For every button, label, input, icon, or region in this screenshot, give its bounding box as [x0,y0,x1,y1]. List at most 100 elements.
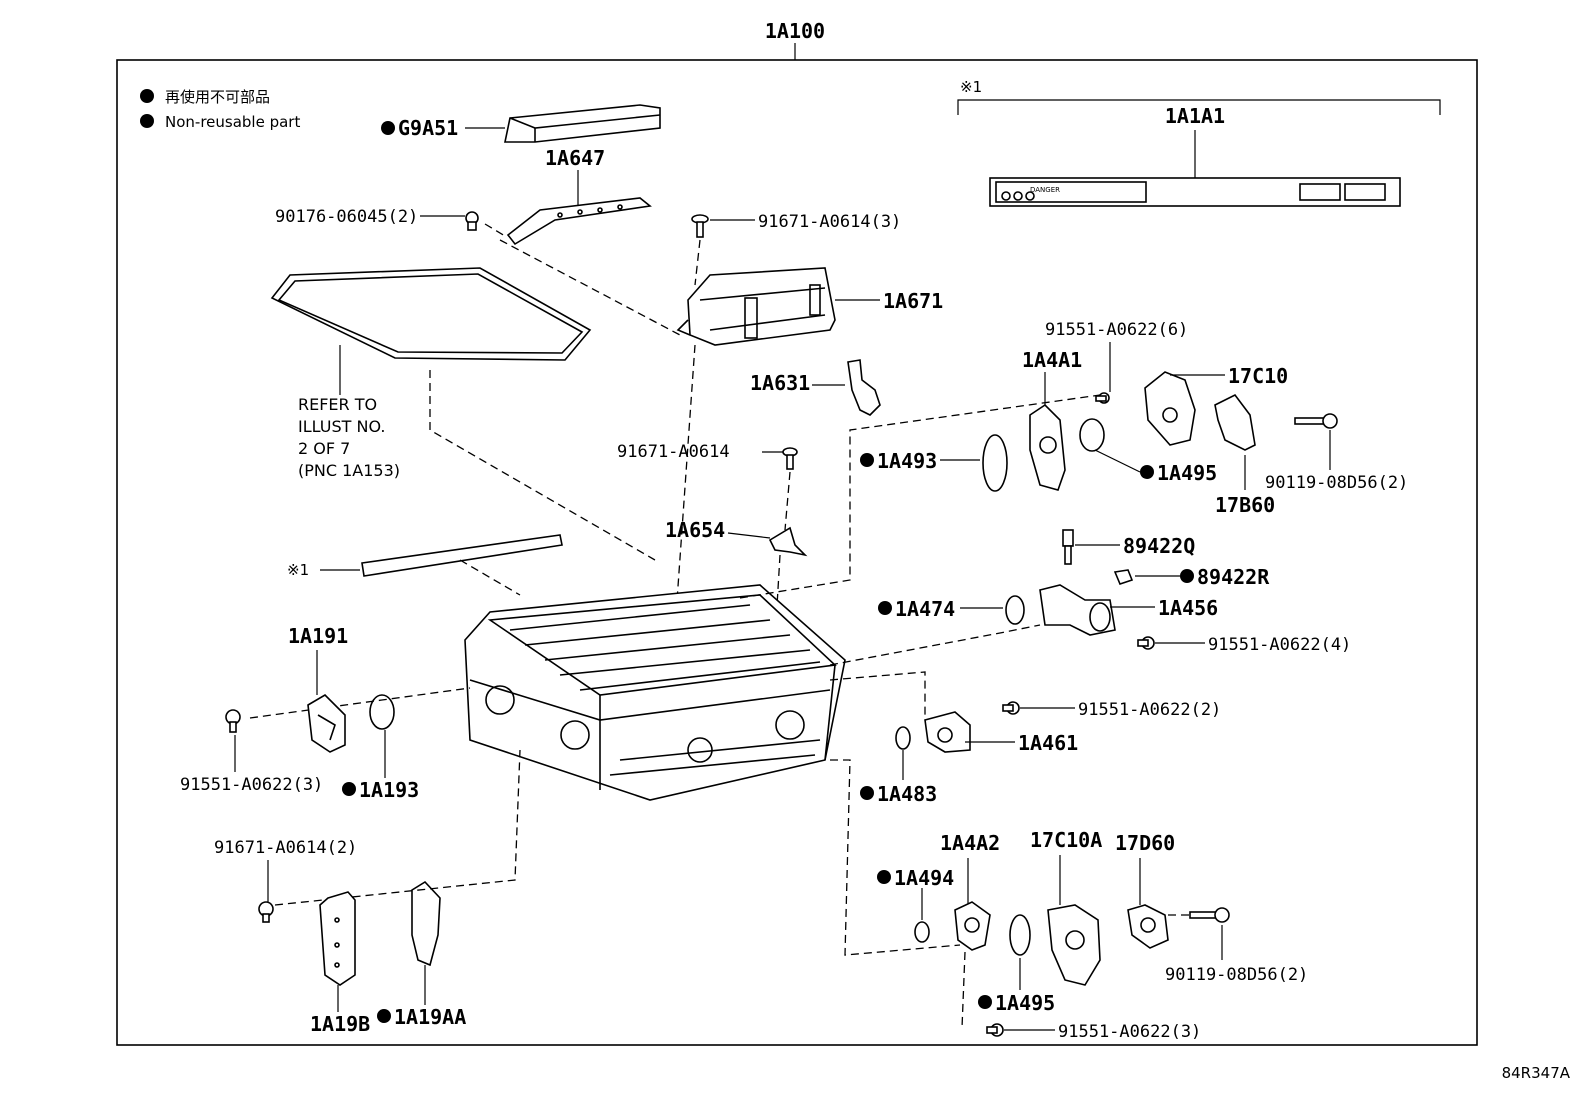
inverter-housing-part[interactable] [464,584,846,801]
callout-1a4a1[interactable]: 1A4A1 [1022,348,1082,372]
callout-90176[interactable]: 90176-06045(2) [275,207,418,227]
1a4a2-part[interactable] [954,901,991,951]
17d60-part[interactable] [1127,904,1169,949]
89422q-part[interactable] [1062,529,1074,565]
90176-bolt[interactable] [465,211,479,231]
note-bracket [957,99,1441,115]
callout-90119a[interactable]: 90119-08D56(2) [1265,473,1408,493]
diagram-frame [116,59,1478,1046]
gasket-frame-part[interactable] [270,267,592,361]
91671-screw-left[interactable] [258,901,274,923]
callout-1a483[interactable]: 1A483 [877,782,937,806]
callout-90119b[interactable]: 90119-08D56(2) [1165,965,1308,985]
callout-1a631[interactable]: 1A631 [750,371,810,395]
17c10-part[interactable] [1144,371,1196,446]
1a493-part[interactable] [982,434,1008,492]
1a483-part[interactable] [895,726,911,750]
1a456-part[interactable] [1039,584,1116,636]
1a631-part[interactable] [847,359,881,416]
label-sticker-text: DANGER [1030,186,1060,194]
1a495-top-part[interactable] [1079,418,1105,452]
callout-91551-6[interactable]: 91551-A0622(6) [1045,320,1188,340]
1a19aa-part[interactable] [411,880,441,967]
callout-1a4a2[interactable]: 1A4A2 [940,831,1000,855]
callout-1a193[interactable]: 1A193 [359,778,419,802]
1a671-part[interactable] [676,267,836,346]
17b60-part[interactable] [1214,393,1256,451]
89422r-part[interactable] [1113,569,1134,585]
nonreusable-1a493 [860,453,874,467]
1a4a1-part[interactable] [1029,403,1066,491]
callout-91671-1[interactable]: 91671-A0614 [617,442,730,462]
callout-1a461[interactable]: 1A461 [1018,731,1078,755]
g9a51-part[interactable] [504,104,661,143]
figure-code: 84R347A [1502,1064,1571,1082]
callout-89422q[interactable]: 89422Q [1123,534,1195,558]
callout-1a671[interactable]: 1A671 [883,289,943,313]
1a193-part[interactable] [369,694,395,730]
1a461-part[interactable] [924,711,971,753]
dash-1a647 [499,239,681,336]
callout-g9a51[interactable]: G9A51 [398,116,458,140]
callout-1a647[interactable]: 1A647 [545,146,605,170]
callout-1a456[interactable]: 1A456 [1158,596,1218,620]
91551-bolt-2[interactable] [1002,701,1020,715]
strip-part[interactable] [361,534,563,577]
callout-1a474[interactable]: 1A474 [895,597,955,621]
dash-right-mid [829,624,1041,666]
leader-1a654 [727,532,771,539]
dash-gasket [429,370,656,561]
1a474-part[interactable] [1005,595,1025,625]
91551-bolt-3-bottom[interactable] [986,1023,1004,1037]
90119-bolt-bottom[interactable] [1189,907,1230,923]
callout-91551-3b[interactable]: 91551-A0622(3) [1058,1022,1201,1042]
caution-label-part[interactable]: DANGER [989,177,1401,207]
callout-1a495a[interactable]: 1A495 [1157,461,1217,485]
dash-91671-1 [784,471,791,531]
dash-90176 [484,223,506,237]
callout-1a191[interactable]: 1A191 [288,624,348,648]
1a654-part[interactable] [768,526,808,557]
callout-91551-3a[interactable]: 91551-A0622(3) [180,775,323,795]
assembly-label[interactable]: 1A100 [765,19,825,43]
91551-bolt-6[interactable] [1095,392,1110,404]
refer-line-4: (PNC 1A153) [298,461,400,480]
91551-bolt-3-left[interactable] [225,709,241,733]
callout-17c10a[interactable]: 17C10A [1030,828,1102,852]
nonreusable-g9a51 [381,121,395,135]
refer-line-3: 2 OF 7 [298,439,350,458]
callout-1a493[interactable]: 1A493 [877,449,937,473]
callout-91671-2[interactable]: 91671-A0614(2) [214,838,357,858]
1a19b-part[interactable] [319,891,356,986]
90119-bolt-top[interactable] [1294,413,1338,429]
callout-1a654[interactable]: 1A654 [665,518,725,542]
callout-91551-2[interactable]: 91551-A0622(2) [1078,700,1221,720]
91551-bolt-4[interactable] [1137,636,1155,650]
callout-1a494[interactable]: 1A494 [894,866,954,890]
callout-1a495b[interactable]: 1A495 [995,991,1055,1015]
91671-screw-top[interactable] [691,214,709,238]
callout-91551-4[interactable]: 91551-A0622(4) [1208,635,1351,655]
1a494-part[interactable] [914,921,930,943]
callout-17c10[interactable]: 17C10 [1228,364,1288,388]
callout-17b60[interactable]: 17B60 [1215,493,1275,517]
callout-91671-3[interactable]: 91671-A0614(3) [758,212,901,232]
callout-17d60[interactable]: 17D60 [1115,831,1175,855]
nonreusable-1a193 [342,782,356,796]
callout-89422r[interactable]: 89422R [1197,565,1270,589]
1a495-bottom-part[interactable] [1009,914,1031,956]
legend-jp: 再使用不可部品 [165,88,270,106]
nonreusable-1a19aa [377,1009,391,1023]
callout-1a1a1[interactable]: 1A1A1 [1165,104,1225,128]
legend-en: Non-reusable part [165,113,300,131]
1a191-part[interactable] [307,693,346,753]
leader-1a495a [1094,449,1141,473]
1a647-part[interactable] [506,197,652,246]
17c10a-part[interactable] [1047,904,1101,986]
nonreusable-1a495a [1140,465,1154,479]
callout-1a19aa[interactable]: 1A19AA [394,1005,466,1029]
callout-1a19b[interactable]: 1A19B [310,1012,370,1036]
nonreusable-1a495b [978,995,992,1009]
91671-screw-mid[interactable] [782,447,798,470]
